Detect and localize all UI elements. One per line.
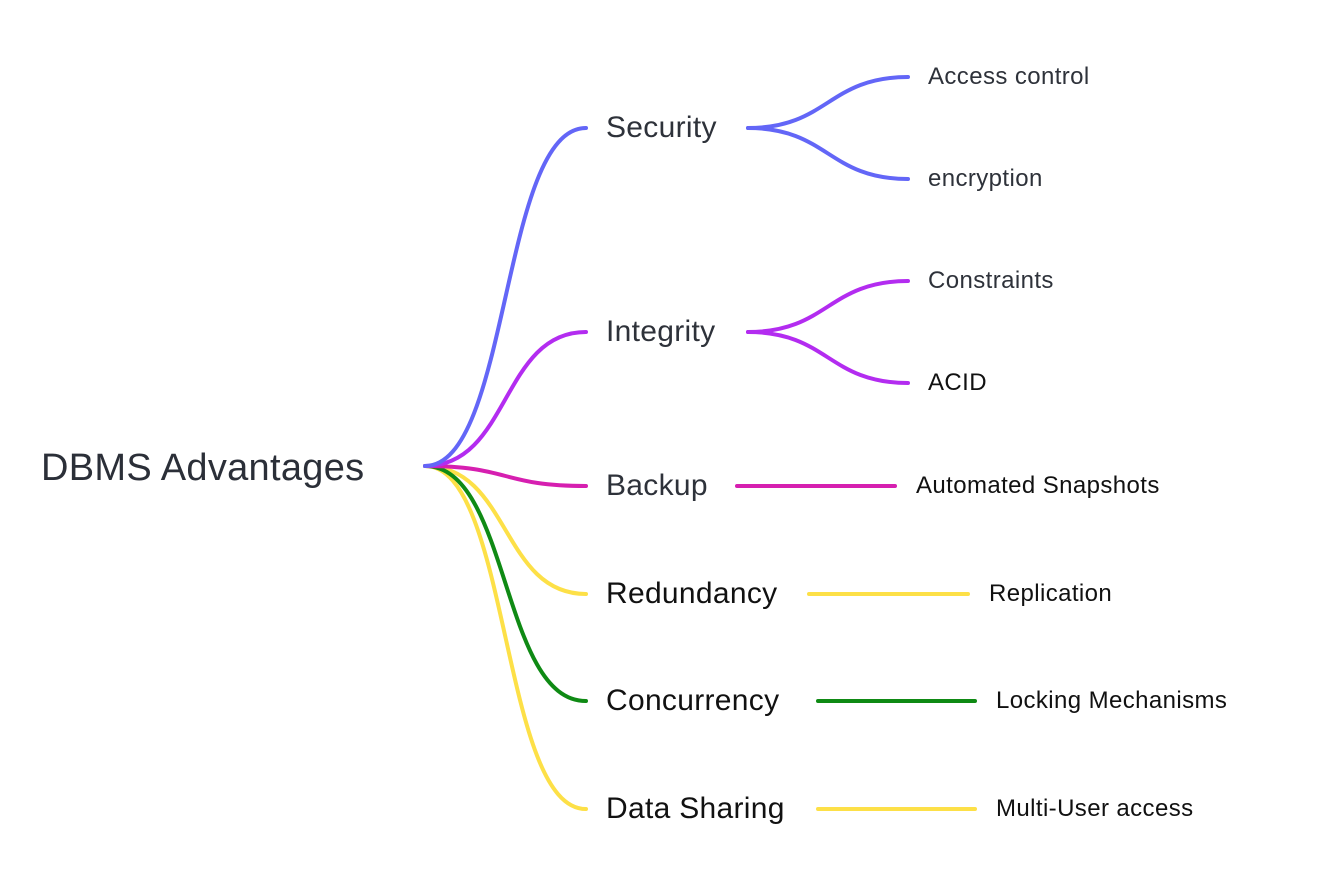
root-node[interactable]: DBMS Advantages <box>41 447 365 489</box>
leaf-node-automated-snapshots[interactable]: Automated Snapshots <box>916 472 1160 499</box>
leaf-node-encryption[interactable]: encryption <box>928 165 1043 192</box>
leaf-node-access-control[interactable]: Access control <box>928 63 1090 90</box>
branch-node-data-sharing[interactable]: Data Sharing <box>606 792 785 825</box>
edge-integrity-to-acid <box>746 330 910 385</box>
leaf-node-locking-mechanisms[interactable]: Locking Mechanisms <box>996 687 1228 714</box>
leaf-node-replication[interactable]: Replication <box>989 580 1113 607</box>
branch-node-concurrency[interactable]: Concurrency <box>606 684 780 717</box>
edge-root-to-concurrency <box>423 464 588 703</box>
branch-node-redundancy[interactable]: Redundancy <box>606 577 778 610</box>
edge-root-to-security <box>423 126 588 468</box>
leaf-node-acid[interactable]: ACID <box>928 369 987 396</box>
edge-security-to-encryption <box>746 126 910 181</box>
edge-root-to-redundancy <box>423 464 588 596</box>
edge-security-to-access-control <box>746 75 910 130</box>
edge-integrity-to-constraints <box>746 279 910 334</box>
branch-node-backup[interactable]: Backup <box>606 469 708 502</box>
edge-root-to-data-sharing <box>423 464 588 811</box>
leaf-node-multi-user-access[interactable]: Multi-User access <box>996 795 1194 822</box>
branch-node-integrity[interactable]: Integrity <box>606 315 716 348</box>
leaf-node-constraints[interactable]: Constraints <box>928 267 1054 294</box>
edge-root-to-backup <box>423 464 588 488</box>
edge-root-to-integrity <box>423 330 588 468</box>
branch-node-security[interactable]: Security <box>606 111 717 144</box>
